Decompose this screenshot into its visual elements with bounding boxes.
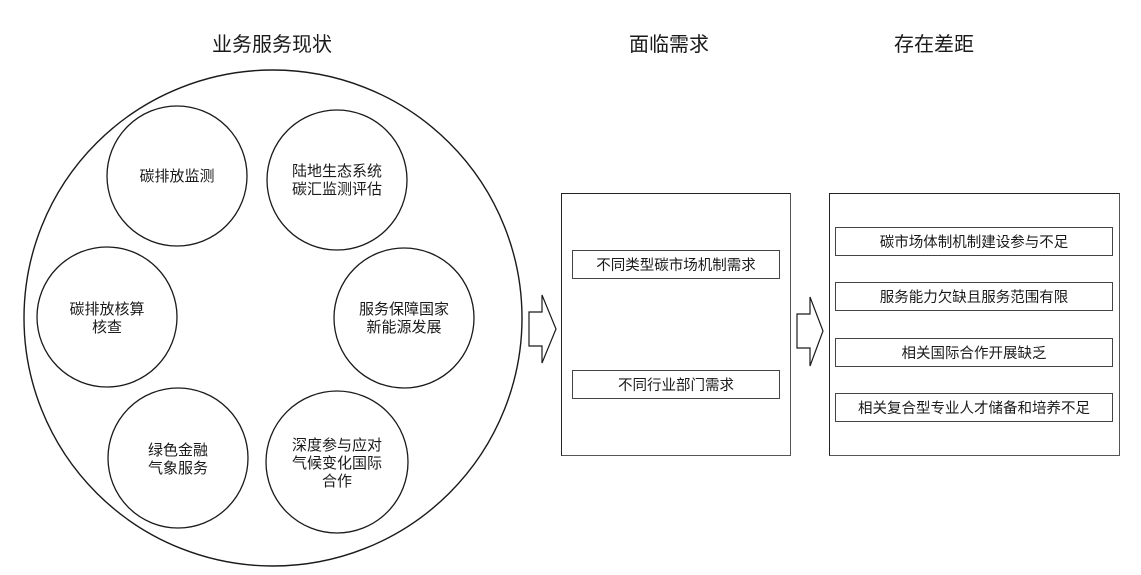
heading-needs: 面临需求: [629, 32, 709, 56]
service-label-line: 合作: [321, 472, 352, 490]
arrow-right-icon: [528, 294, 557, 364]
service-label-line: 气象服务: [147, 459, 208, 477]
service-label: 绿色金融 气象服务: [118, 441, 238, 477]
heading-gaps: 存在差距: [894, 32, 974, 56]
heading-status: 业务服务现状: [212, 32, 332, 56]
gap-item: 相关国际合作开展缺乏: [835, 338, 1113, 367]
service-circle-5: [107, 387, 249, 529]
service-label-line: 气候变化国际: [291, 454, 382, 472]
service-label-line: 新能源发展: [366, 318, 442, 336]
service-circle-1: [106, 105, 248, 247]
service-label-line: 绿色金融: [147, 441, 208, 459]
service-label-line: 服务保障国家: [358, 300, 449, 318]
service-label-line: 深度参与应对: [291, 436, 382, 454]
service-label: 陆地生态系统 碳汇监测评估: [277, 162, 397, 198]
needs-panel: [561, 193, 791, 456]
gap-item: 碳市场体制机制建设参与不足: [835, 227, 1113, 256]
status-outer-circle: [23, 69, 523, 567]
service-circle-2: [266, 109, 408, 251]
service-label-line: 碳排放核算: [69, 300, 145, 318]
service-label-line: 陆地生态系统: [291, 162, 382, 180]
need-item: 不同类型碳市场机制需求: [572, 250, 780, 279]
service-label: 服务保障国家 新能源发展: [344, 300, 464, 336]
arrow-right-icon: [796, 296, 824, 367]
service-circle-6: [265, 390, 409, 534]
service-label: 深度参与应对 气候变化国际 合作: [277, 436, 397, 490]
service-circle-4: [333, 247, 475, 389]
service-label-line: 碳汇监测评估: [291, 180, 382, 198]
service-label: 碳排放监测: [117, 167, 237, 185]
gap-item: 相关复合型专业人才储备和培养不足: [835, 393, 1113, 422]
need-item: 不同行业部门需求: [572, 370, 780, 399]
service-label: 碳排放核算 核查: [47, 300, 167, 336]
service-circle-3: [36, 246, 178, 388]
service-label-line: 碳排放监测: [139, 167, 215, 185]
gap-item: 服务能力欠缺且服务范围有限: [835, 282, 1113, 311]
service-label-line: 核查: [91, 318, 122, 336]
